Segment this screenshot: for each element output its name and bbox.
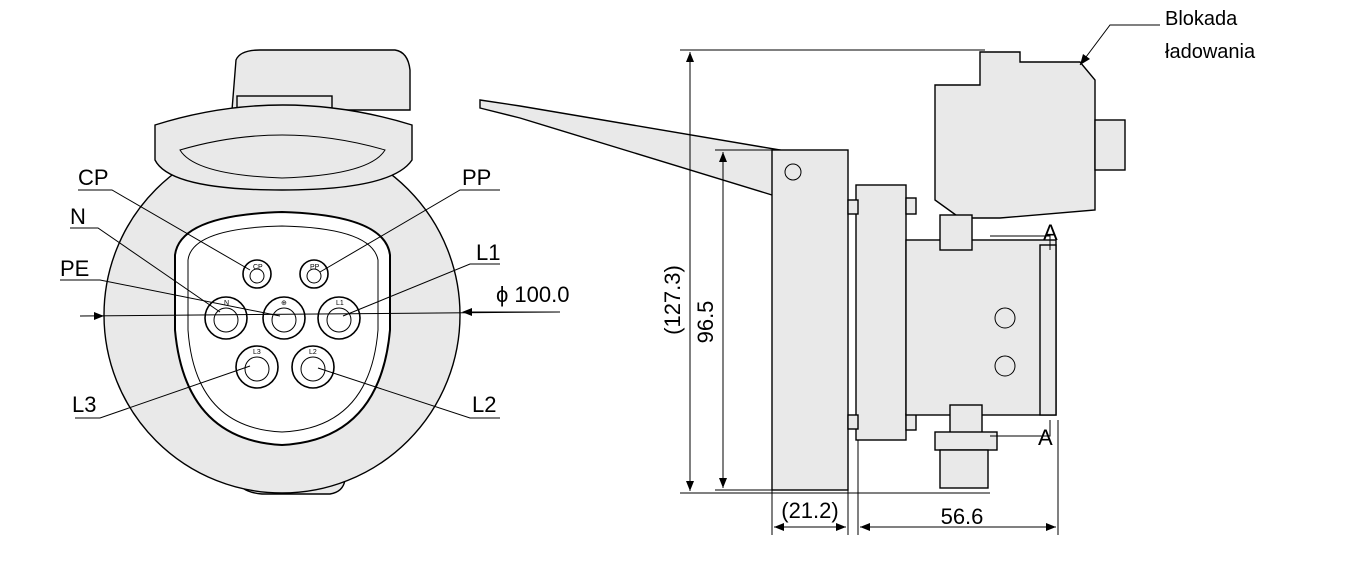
svg-text:PP: PP	[310, 264, 320, 271]
lid-hinge	[231, 49, 411, 111]
pin-l1	[317, 296, 361, 340]
lock-label-line1: Blokada	[1165, 8, 1238, 30]
pin-l3	[235, 345, 279, 389]
label-l1: L1	[476, 240, 500, 265]
side-view: A A (127.3) 96.5 (21.2) 56.6 Blokada ład…	[479, 8, 1256, 535]
svg-text:L2: L2	[309, 349, 317, 356]
front-body	[771, 149, 849, 491]
rear-body	[905, 239, 1057, 416]
charging-lock	[934, 51, 1096, 219]
flange	[855, 184, 907, 441]
pin-cp	[242, 259, 272, 289]
svg-text:⊕: ⊕	[281, 300, 287, 307]
pin-pe	[262, 296, 306, 340]
label-n: N	[70, 204, 86, 229]
label-l2: L2	[472, 392, 496, 417]
diameter-label: ϕ 100.0	[496, 282, 570, 307]
dim-rear-depth: 56.6	[941, 504, 984, 529]
section-mark-bottom: A	[1038, 425, 1053, 450]
dim-body-height: 96.5	[693, 301, 718, 344]
socket-face	[174, 210, 391, 447]
side-lid	[479, 99, 781, 196]
pin-pp	[299, 259, 329, 289]
section-mark-top: A	[1043, 220, 1058, 245]
lid-ring	[154, 104, 413, 191]
label-l3: L3	[72, 392, 96, 417]
svg-text:L1: L1	[336, 300, 344, 307]
dim-front-depth: (21.2)	[781, 498, 838, 523]
pin-n	[204, 296, 248, 340]
lock-label-line2: ładowania	[1165, 41, 1256, 63]
dim-overall-height: (127.3)	[660, 265, 685, 335]
pin-l2	[291, 345, 335, 389]
front-view: CP PP N ⊕ L1 L3 L2 CP	[60, 49, 570, 495]
svg-text:N: N	[224, 300, 229, 307]
label-pp: PP	[462, 165, 491, 190]
svg-text:L3: L3	[253, 349, 261, 356]
label-cp: CP	[78, 165, 109, 190]
svg-text:CP: CP	[253, 264, 263, 271]
pins: CP PP N ⊕ L1 L3 L2	[204, 259, 361, 389]
label-pe: PE	[60, 256, 89, 281]
